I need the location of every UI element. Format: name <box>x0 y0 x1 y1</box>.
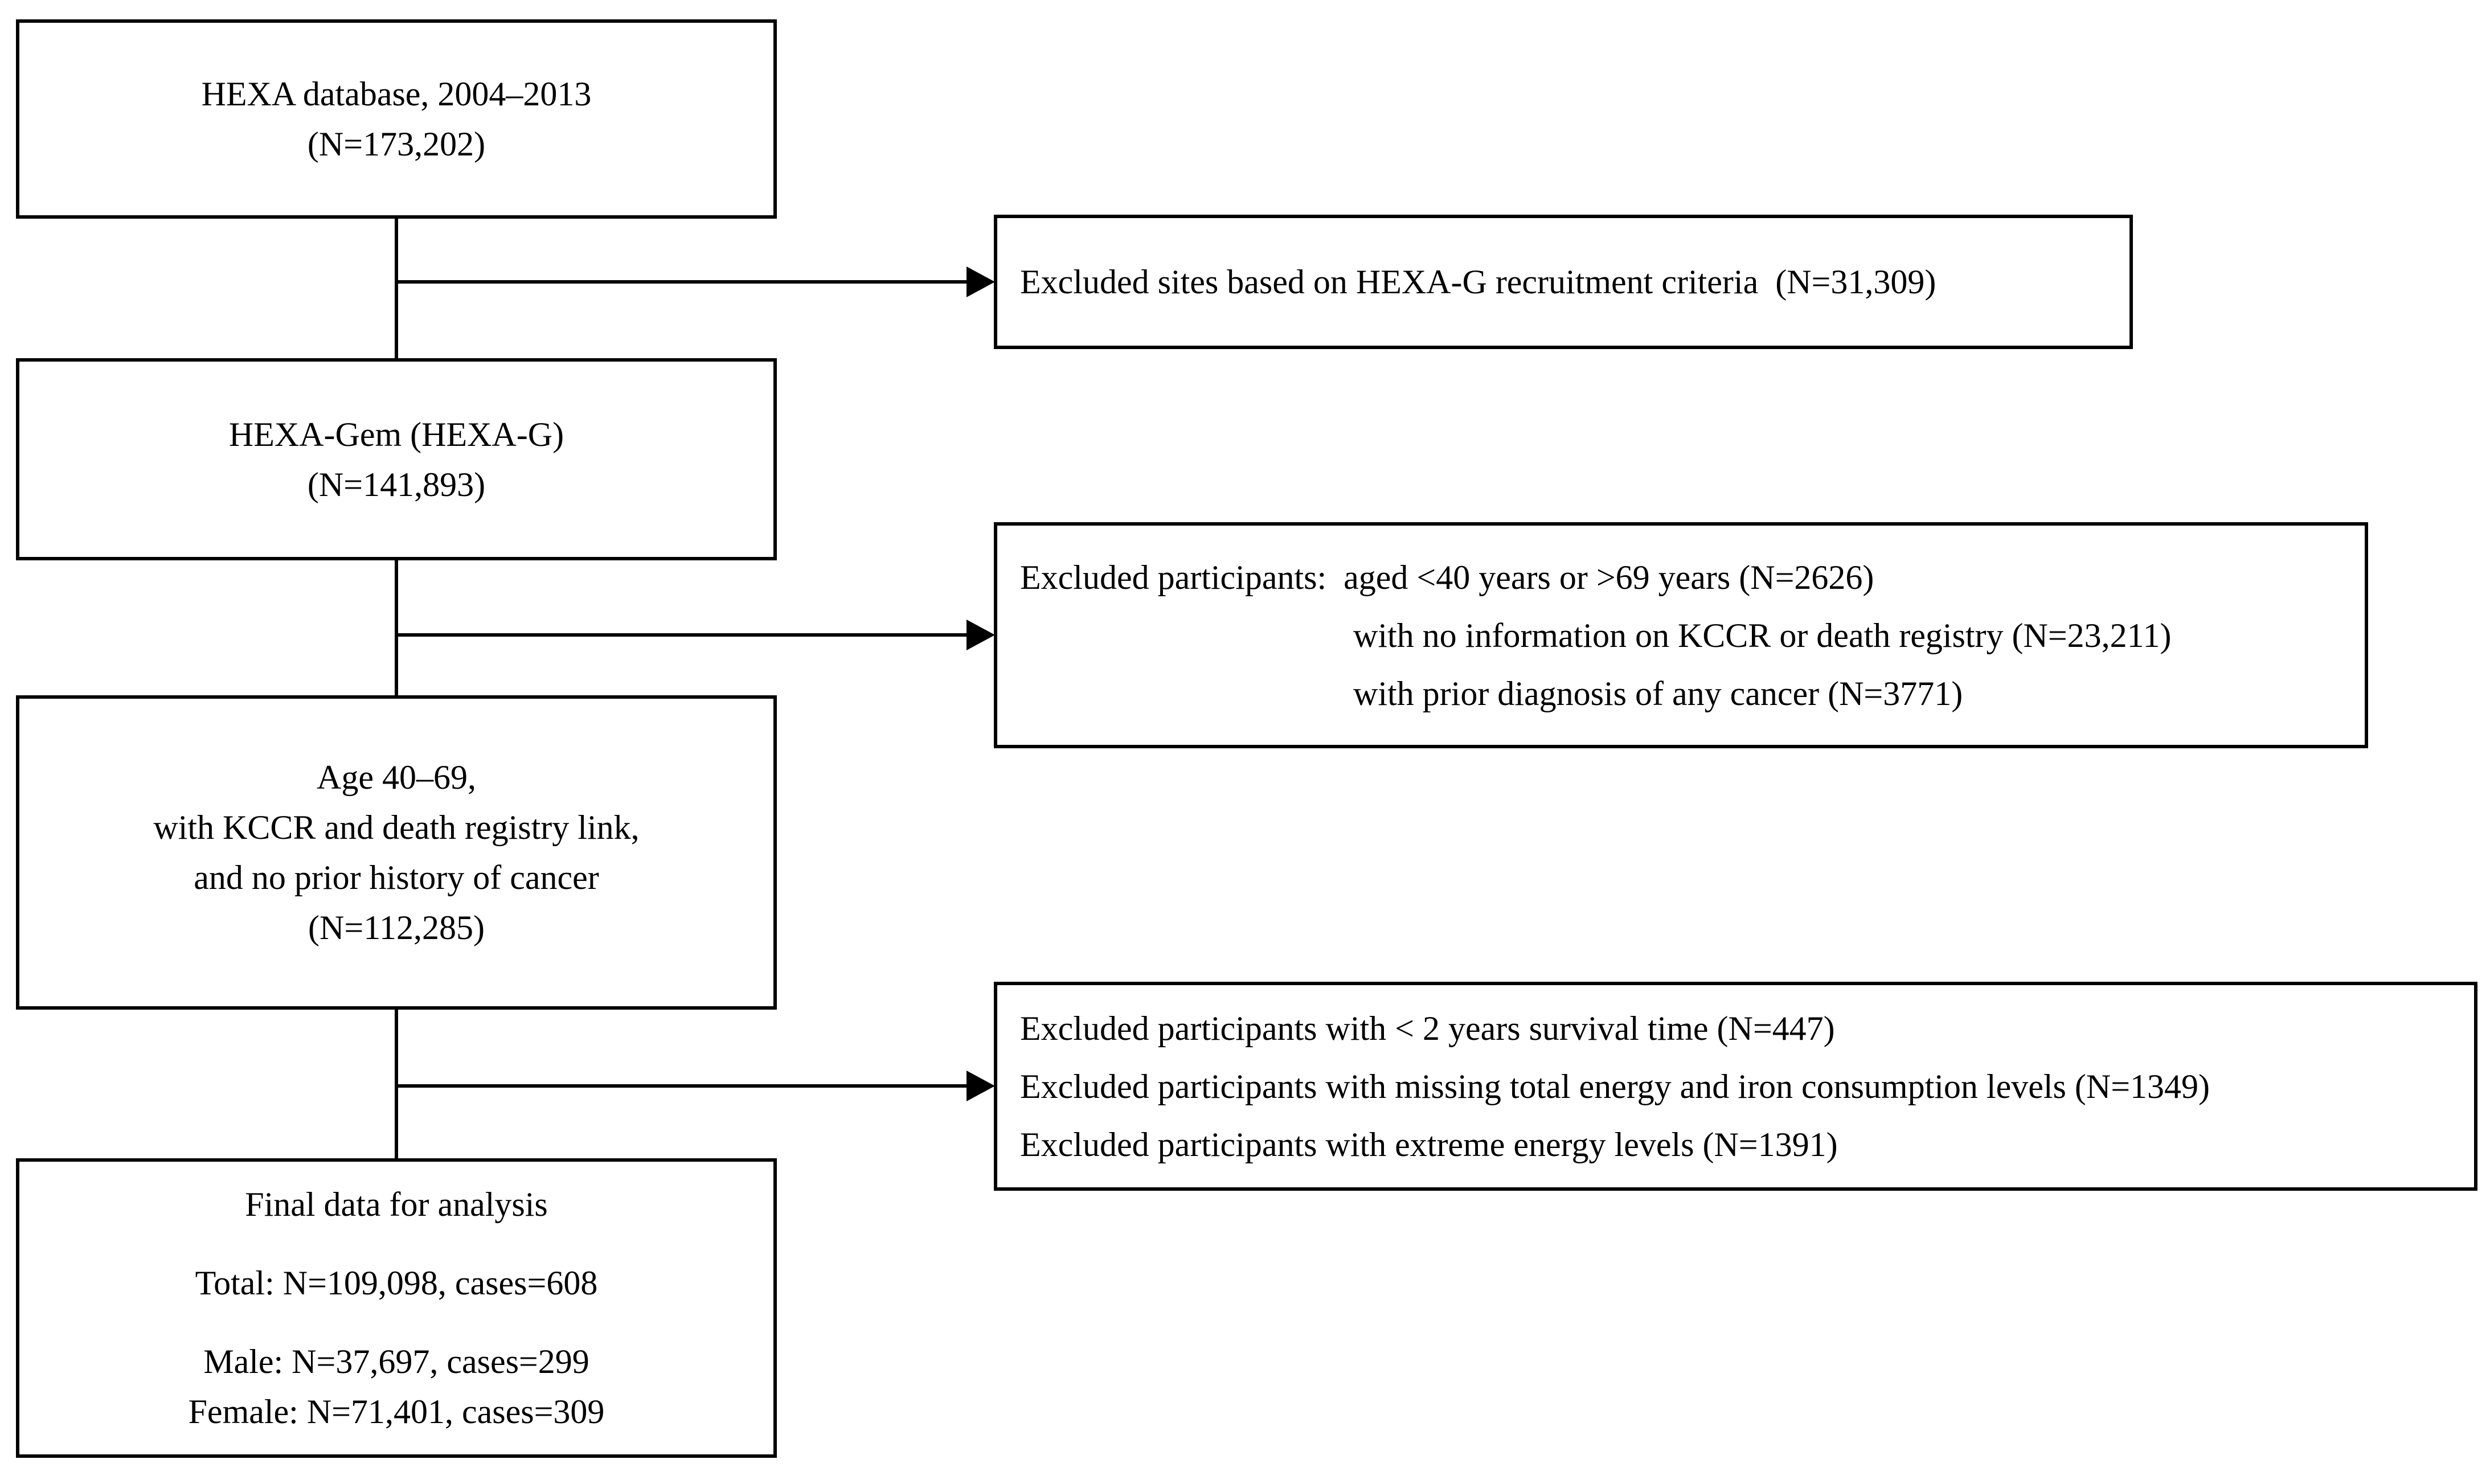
box-text-line: Final data for analysis <box>245 1186 548 1223</box>
box-text-line: Excluded participants: aged <40 years or… <box>1020 558 1874 596</box>
box-text-line: (N=141,893) <box>307 465 486 503</box>
box-text-line: Age 40–69, <box>317 759 476 796</box>
exclusion-box-analysis-criteria: Excluded participants with < 2 years sur… <box>994 982 2477 1191</box>
box-text-line: with KCCR and death registry link, <box>153 809 640 846</box>
flow-box-eligible-cohort: Age 40–69, with KCCR and death registry … <box>16 695 777 1010</box>
box-text-line: Total: N=109,098, cases=608 <box>195 1264 598 1302</box>
box-text-line: Excluded participants with missing total… <box>1020 1067 2210 1105</box>
connector-line-horizontal <box>396 633 968 637</box>
connector-line-vertical <box>395 560 398 695</box>
box-text-line: (N=173,202) <box>307 125 486 163</box>
box-text-line: Excluded participants with extreme energ… <box>1020 1125 1838 1163</box>
flow-box-final-analysis: Final data for analysis Total: N=109,098… <box>16 1158 777 1458</box>
connector-line-horizontal <box>396 1084 968 1088</box>
box-text-line: Excluded participants with < 2 years sur… <box>1020 1009 1835 1047</box>
connector-line-horizontal <box>396 280 968 284</box>
box-text-line: Male: N=37,697, cases=299 <box>203 1343 589 1380</box>
box-text-line: HEXA database, 2004–2013 <box>201 75 592 113</box>
box-text-line: HEXA-Gem (HEXA-G) <box>228 415 564 453</box>
blank-line <box>19 1229 773 1258</box>
flow-box-hexa-database: HEXA database, 2004–2013 (N=173,202) <box>16 19 777 219</box>
right-arrowhead-icon <box>966 620 995 650</box>
exclusion-box-sites: Excluded sites based on HEXA-G recruitme… <box>994 215 2133 349</box>
exclusion-box-eligibility-criteria: Excluded participants: aged <40 years or… <box>994 522 2368 748</box>
flow-box-hexa-gem: HEXA-Gem (HEXA-G) (N=141,893) <box>16 358 777 560</box>
box-text-line: with prior diagnosis of any cancer (N=37… <box>1353 674 1963 712</box>
right-arrowhead-icon <box>966 1071 995 1101</box>
connector-line-vertical <box>395 219 398 358</box>
box-text-line: with no information on KCCR or death reg… <box>1353 616 2172 654</box>
blank-line <box>19 1308 773 1337</box>
box-text-line: Female: N=71,401, cases=309 <box>188 1393 605 1430</box>
connector-line-vertical <box>395 1010 398 1158</box>
box-text-line: and no prior history of cancer <box>194 859 599 896</box>
box-text-line: (N=112,285) <box>308 909 485 946</box>
right-arrowhead-icon <box>966 267 995 297</box>
box-text-line: Excluded sites based on HEXA-G recruitme… <box>1020 263 1936 301</box>
